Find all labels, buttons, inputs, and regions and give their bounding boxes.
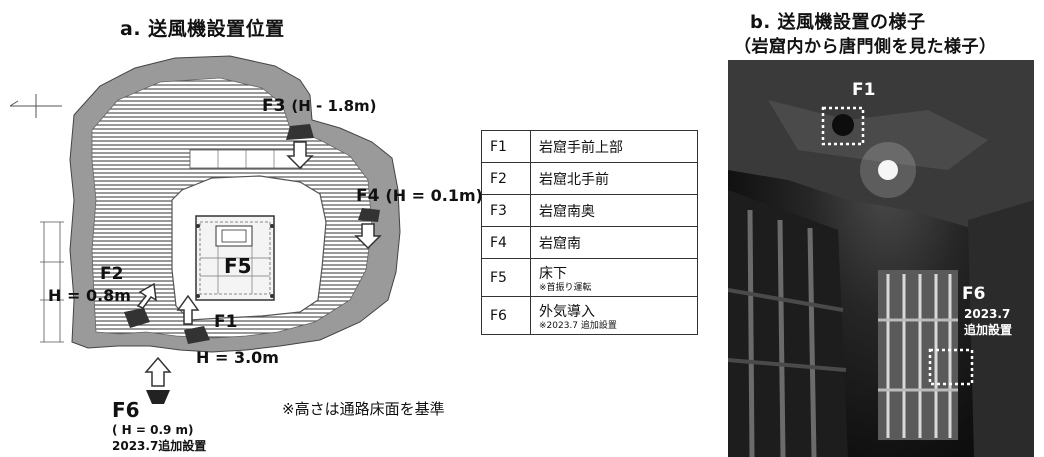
upper-structure — [189, 149, 303, 169]
legend-row: F4 岩窟南 — [481, 226, 698, 259]
legend-row: F5 床下 ※首振り運転 — [481, 258, 698, 297]
legend-subnote: ※首振り運転 — [539, 282, 592, 293]
photo-label-f6-note: 追加設置 — [964, 323, 1013, 337]
floor-plan-diagram — [9, 55, 401, 404]
legend-desc: 岩窟北手前 — [530, 162, 698, 195]
height-footnote: ※高さは通路床面を基準 — [282, 400, 445, 418]
legend-table: F1 岩窟手前上部 F2 岩窟北手前 F3 岩窟南奥 F4 岩窟南 F5 床下 … — [481, 130, 698, 335]
panel-b-subtitle: （岩窟内から唐門側を見た様子） — [734, 37, 997, 57]
panel-b-title: b. 送風機設置の様子 — [750, 12, 926, 33]
airflow-arrow-f3 — [286, 141, 314, 170]
shrine-structure — [195, 215, 275, 301]
legend-desc: 外気導入 ※2023.7 追加設置 — [530, 296, 698, 335]
legend-code: F2 — [481, 162, 531, 195]
label-f6-height: ( H = 0.9 m) — [112, 423, 194, 437]
legend-code: F4 — [481, 226, 531, 259]
cave-photo-scene — [728, 60, 1034, 457]
label-f6: F6 — [112, 398, 140, 422]
north-arrow-icon — [9, 94, 62, 118]
photo-label-f6-date: 2023.7 — [964, 307, 1011, 321]
legend-code: F5 — [481, 258, 531, 297]
label-f5: F5 — [224, 254, 252, 278]
legend-row: F6 外気導入 ※2023.7 追加設置 — [481, 296, 698, 335]
fan-f2-icon — [124, 308, 150, 328]
f1-highlight-box — [821, 106, 865, 146]
airflow-arrow-f6 — [144, 356, 172, 387]
airflow-arrow-f4 — [354, 223, 382, 250]
fan-f1-icon — [184, 326, 210, 344]
fan-f6-icon — [146, 390, 170, 404]
panel-a-title: a. 送風機設置位置 — [120, 18, 285, 40]
label-f4: F4 (H = 0.1m) — [356, 186, 483, 206]
legend-desc: 岩窟南 — [530, 226, 698, 259]
legend-desc: 岩窟南奥 — [530, 194, 698, 227]
airflow-arrow-f2 — [136, 282, 157, 309]
fan-f4-icon — [358, 208, 380, 222]
legend-desc: 床下 ※首振り運転 — [530, 258, 698, 297]
fan-f3-icon — [286, 124, 314, 140]
photo-label-f6: F6 — [962, 284, 986, 304]
label-f3: F3 (H - 1.8m) — [262, 96, 377, 116]
legend-code: F6 — [481, 296, 531, 335]
photo-label-f1: F1 — [852, 80, 876, 100]
legend-row: F2 岩窟北手前 — [481, 162, 698, 195]
dimension-lines-left — [40, 221, 64, 343]
legend-subnote: ※2023.7 追加設置 — [539, 320, 617, 331]
label-f1: F1 — [214, 312, 238, 332]
airflow-arrow-f1 — [176, 294, 200, 325]
legend-code: F1 — [481, 130, 531, 163]
f6-highlight-box — [928, 348, 974, 386]
label-f1-height: H = 3.0m — [196, 348, 279, 367]
label-f2-height: H = 0.8m — [48, 286, 131, 305]
cave-photo: F1 F6 2023.7 追加設置 — [728, 60, 1034, 457]
label-f6-note: 2023.7追加設置 — [112, 439, 207, 453]
legend-row: F3 岩窟南奥 — [481, 194, 698, 227]
legend-code: F3 — [481, 194, 531, 227]
legend-desc: 岩窟手前上部 — [530, 130, 698, 163]
label-f2: F2 — [100, 264, 124, 284]
legend-row: F1 岩窟手前上部 — [481, 130, 698, 163]
